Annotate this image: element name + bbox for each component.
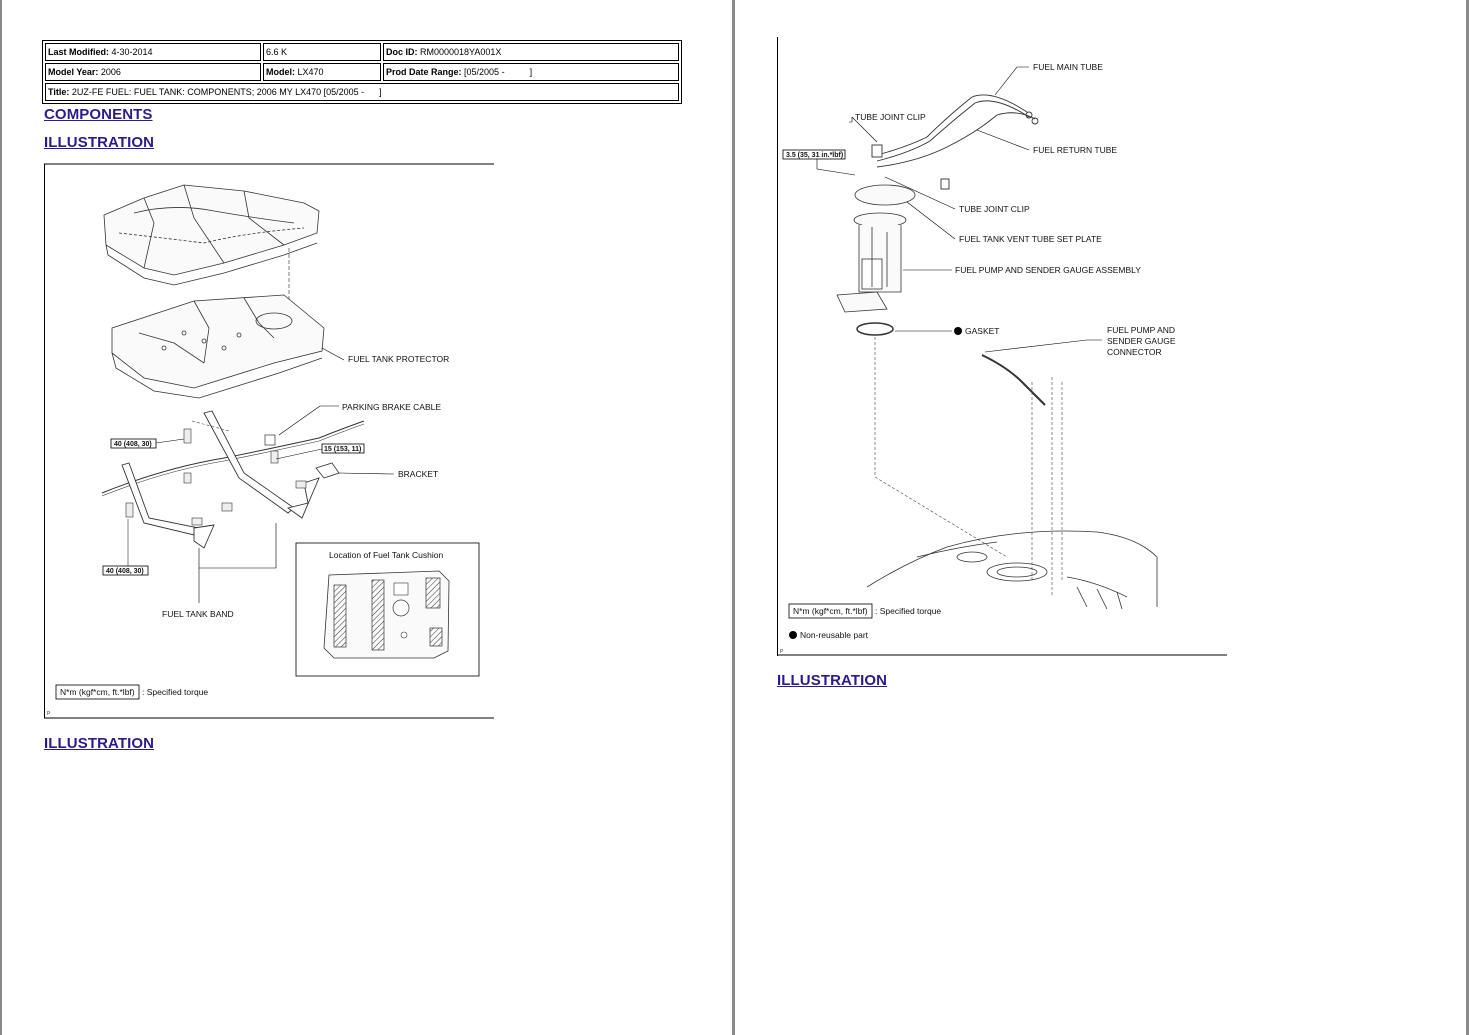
fuel-tank-components-illustration: FUEL TANK PROTECTOR PARKING BRAKE CABLE …	[44, 163, 494, 719]
label-torque-40-lower: 40 (408, 30)	[106, 568, 144, 575]
figure-page-mark: P	[47, 711, 51, 717]
document-page-left: Last Modified: 4-30-2014 6.6 K Doc ID: R…	[2, 0, 732, 1035]
heading-illustration-2[interactable]: ILLUSTRATION	[44, 735, 155, 752]
fuel-tubes-drawing	[871, 94, 1039, 190]
parking-brake-cable-drawing	[101, 420, 365, 494]
label-torque-3-5: 3.5 (35, 31 in.*lbf)	[786, 152, 843, 159]
legend-torque-box: N*m (kgf*cm, ft.*lbf)	[60, 687, 135, 697]
label-tube-joint-clip-upper: TUBE JOINT CLIP	[855, 112, 926, 122]
label-fuel-pump-assembly: FUEL PUMP AND SENDER GAUGE ASSEMBLY	[955, 265, 1141, 275]
legend-torque-text-right: : Specified torque	[875, 606, 941, 616]
connector-harness-drawing	[981, 354, 1046, 406]
fuel-tank-band-drawing	[121, 410, 320, 549]
label-vent-tube-set-plate: FUEL TANK VENT TUBE SET PLATE	[959, 234, 1102, 244]
label-tube-joint-clip-lower: TUBE JOINT CLIP	[959, 204, 1030, 214]
label-parking-brake-cable: PARKING BRAKE CABLE	[342, 402, 441, 412]
label-connector-line-2: SENDER GAUGE	[1107, 336, 1176, 346]
fuel-tank-drawing-lower	[866, 530, 1158, 610]
last-modified-cell: Last Modified: 4-30-2014	[45, 43, 261, 61]
document-page-right: FUEL MAIN TUBE TUBE JOINT CLIP 3.5 (35, …	[735, 0, 1466, 1035]
label-fuel-tank-band: FUEL TANK BAND	[162, 609, 234, 619]
doc-id-cell: Doc ID: RM0000018YA001X	[383, 43, 679, 61]
non-reusable-marker-gasket	[954, 327, 962, 335]
fuel-tank-protector-drawing	[111, 294, 325, 399]
label-fuel-return-tube: FUEL RETURN TUBE	[1033, 145, 1117, 155]
document-meta-table: Last Modified: 4-30-2014 6.6 K Doc ID: R…	[42, 40, 682, 104]
label-fuel-main-tube: FUEL MAIN TUBE	[1033, 62, 1103, 72]
label-cushion-title: Location of Fuel Tank Cushion	[329, 550, 443, 560]
legend-torque-box-right: N*m (kgf*cm, ft.*lbf)	[793, 606, 868, 616]
fuel-tank-cushion-inset: Location of Fuel Tank Cushion	[295, 542, 480, 677]
model-cell: Model: LX470	[263, 63, 381, 81]
label-torque-15: 15 (153, 11)	[324, 446, 361, 453]
heading-illustration-1[interactable]: ILLUSTRATION	[44, 134, 155, 151]
gasket-drawing	[856, 322, 894, 336]
label-gasket: GASKET	[965, 326, 999, 336]
label-connector-line-3: CONNECTOR	[1107, 347, 1162, 357]
label-bracket: BRACKET	[398, 469, 438, 479]
heading-illustration-3[interactable]: ILLUSTRATION	[777, 672, 888, 689]
label-torque-40-upper: 40 (408, 30)	[114, 441, 152, 448]
title-cell: Title: 2UZ-FE FUEL: FUEL TANK: COMPONENT…	[45, 83, 679, 101]
doc-size-cell: 6.6 K	[263, 43, 381, 61]
fuel-pump-assembly-drawing	[836, 212, 907, 313]
vent-tube-set-plate-drawing	[854, 184, 916, 206]
non-reusable-legend-marker	[789, 631, 797, 639]
legend-non-reusable: Non-reusable part	[800, 630, 869, 640]
model-year-cell: Model Year: 2006	[45, 63, 261, 81]
prod-date-range-cell: Prod Date Range: [05/2005 - ]	[383, 63, 679, 81]
label-fuel-tank-protector: FUEL TANK PROTECTOR	[348, 354, 449, 364]
heading-components[interactable]: COMPONENTS	[44, 106, 153, 123]
fuel-pump-components-illustration: FUEL MAIN TUBE TUBE JOINT CLIP 3.5 (35, …	[777, 37, 1227, 657]
legend-torque-text: : Specified torque	[142, 687, 208, 697]
label-connector-line-1: FUEL PUMP AND	[1107, 325, 1175, 335]
figure-page-mark-right: P	[780, 649, 784, 655]
fuel-tank-drawing	[103, 184, 320, 286]
